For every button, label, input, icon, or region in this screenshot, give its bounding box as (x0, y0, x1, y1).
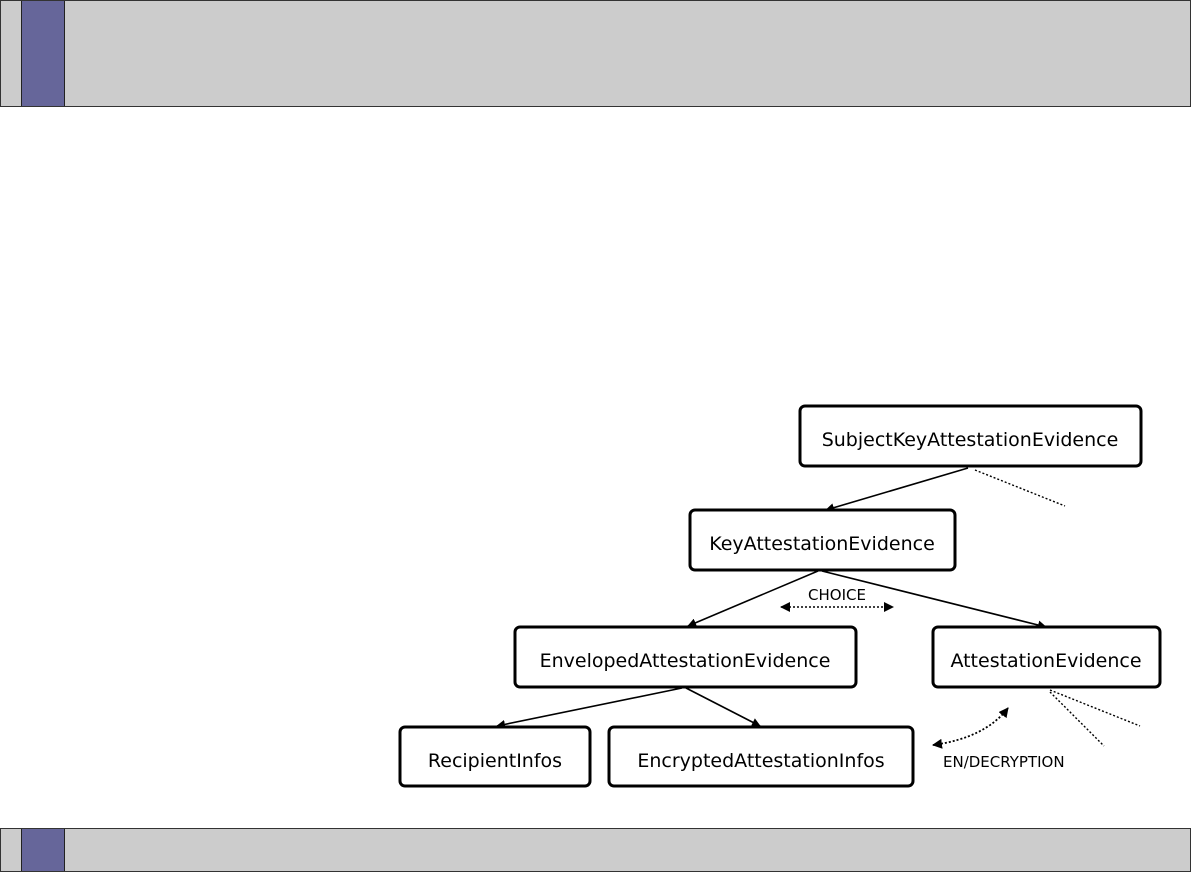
header-accent (21, 1, 65, 106)
edge-subject-continuation (974, 469, 1066, 507)
node-enveloped-attestation-evidence: EnvelopedAttestationEvidence (513, 625, 858, 689)
footer-bar (0, 828, 1191, 872)
edge-enveloped-to-recipient (496, 687, 683, 729)
node-recipient-infos: RecipientInfos (398, 725, 592, 788)
edge-attestation-continuation-2 (1049, 691, 1105, 747)
edge-subject-to-key (825, 467, 969, 513)
node-label: RecipientInfos (428, 750, 562, 772)
node-encrypted-attestation-infos: EncryptedAttestationInfos (607, 725, 915, 788)
en-decryption-label: EN/DECRYPTION (943, 753, 1065, 771)
node-attestation-evidence: AttestationEvidence (931, 625, 1162, 689)
en-decryption-arrow (932, 707, 1009, 749)
edge-enveloped-to-encrypted (685, 687, 761, 727)
footer-accent (21, 829, 65, 871)
node-label: KeyAttestationEvidence (709, 533, 935, 555)
node-label: SubjectKeyAttestationEvidence (822, 429, 1119, 451)
edge-attestation-continuation-1 (1049, 689, 1141, 727)
edge-key-to-attestation (821, 570, 1047, 630)
node-label: AttestationEvidence (950, 650, 1141, 672)
choice-label: CHOICE (808, 586, 866, 604)
node-label: EnvelopedAttestationEvidence (540, 650, 831, 672)
node-subject-key-attestation-evidence: SubjectKeyAttestationEvidence (798, 404, 1143, 468)
node-key-attestation-evidence: KeyAttestationEvidence (688, 508, 957, 572)
node-label: EncryptedAttestationInfos (637, 750, 884, 772)
edge-key-to-enveloped (687, 570, 819, 627)
header-bar (0, 0, 1191, 107)
